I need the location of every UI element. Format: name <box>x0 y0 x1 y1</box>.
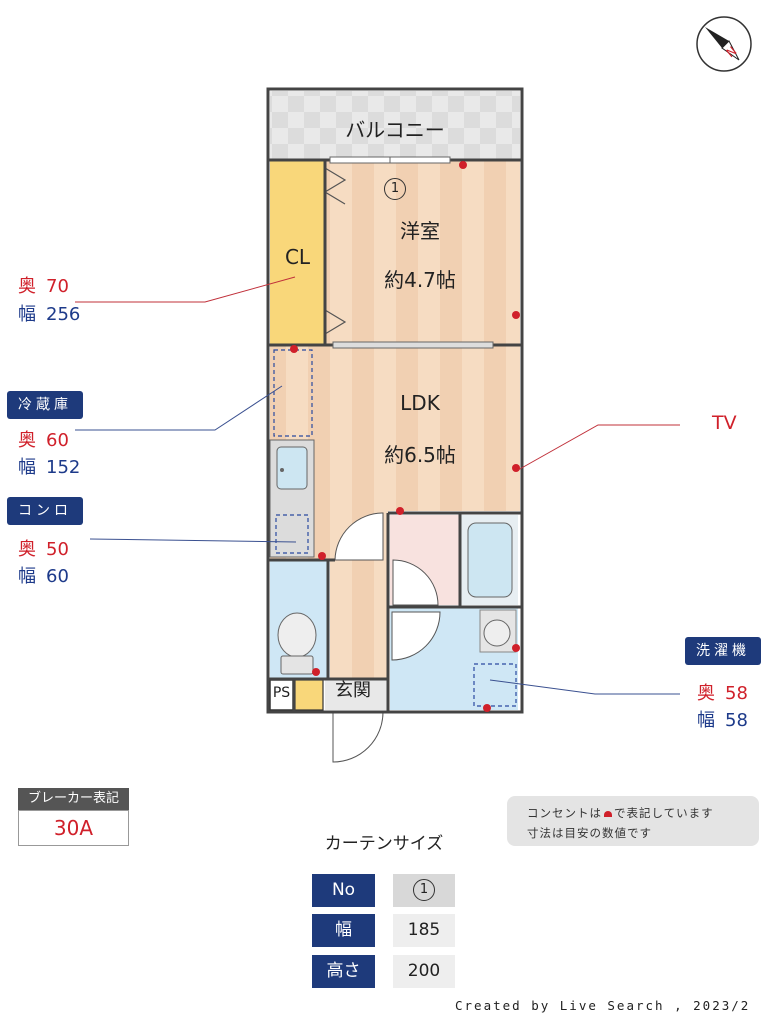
ldk-size: 約6.5帖 <box>384 443 456 467</box>
window-number-badge: 1 <box>384 177 406 200</box>
western-room-label: 洋室 <box>400 219 440 243</box>
entrance-label: 玄関 <box>335 680 371 701</box>
tv-label: TV <box>712 412 737 434</box>
note-line-1: コンセントはで表記しています <box>527 806 714 820</box>
curtain-title: カーテンサイズ <box>324 834 444 854</box>
washer-badge: 洗濯機 <box>685 637 761 665</box>
washer-space <box>473 663 517 707</box>
balcony-label: バルコニー <box>345 118 445 142</box>
outlet-icon <box>604 811 612 817</box>
fridge-space <box>273 349 313 437</box>
window-number: 1 <box>384 178 406 200</box>
curtain-head-width: 幅 <box>312 914 375 947</box>
hallway-floor <box>330 561 388 678</box>
stove-leader-line <box>89 538 297 543</box>
closet-area <box>270 161 325 344</box>
breaker-title: ブレーカー表記 <box>18 788 129 810</box>
closet-label: CL <box>284 245 311 269</box>
curtain-head-height: 高さ <box>312 955 375 988</box>
curtain-cell-no: 1 <box>393 874 455 907</box>
ldk-label: LDK <box>400 391 440 415</box>
curtain-cell-width: 185 <box>393 914 455 947</box>
western-room-size: 約4.7帖 <box>384 268 456 292</box>
tv-leader-line <box>517 424 680 471</box>
ps-label: PS <box>272 685 291 701</box>
curtain-head-no: No <box>312 874 375 907</box>
note-line-2: 寸法は目安の数値です <box>527 826 652 840</box>
cl-leader-line <box>75 276 296 303</box>
breaker-value: 30A <box>18 810 129 846</box>
balcony-area <box>270 91 520 159</box>
fridge-badge: 冷蔵庫 <box>7 391 83 419</box>
bathtub <box>467 522 513 598</box>
compass-icon: N <box>695 15 753 73</box>
stove-badge: コンロ <box>7 497 83 525</box>
washer-leader-line <box>489 679 680 695</box>
fridge-leader-line <box>75 385 283 431</box>
stove-space <box>275 514 309 554</box>
entrance-area <box>325 680 388 710</box>
curtain-cell-height: 200 <box>393 955 455 988</box>
credit-text: Created by Live Search , 2023/2 <box>455 998 751 1013</box>
western-room-floor <box>325 161 520 344</box>
outlet-markers <box>290 161 520 712</box>
note-box: コンセントはで表記しています 寸法は目安の数値です <box>507 796 759 846</box>
